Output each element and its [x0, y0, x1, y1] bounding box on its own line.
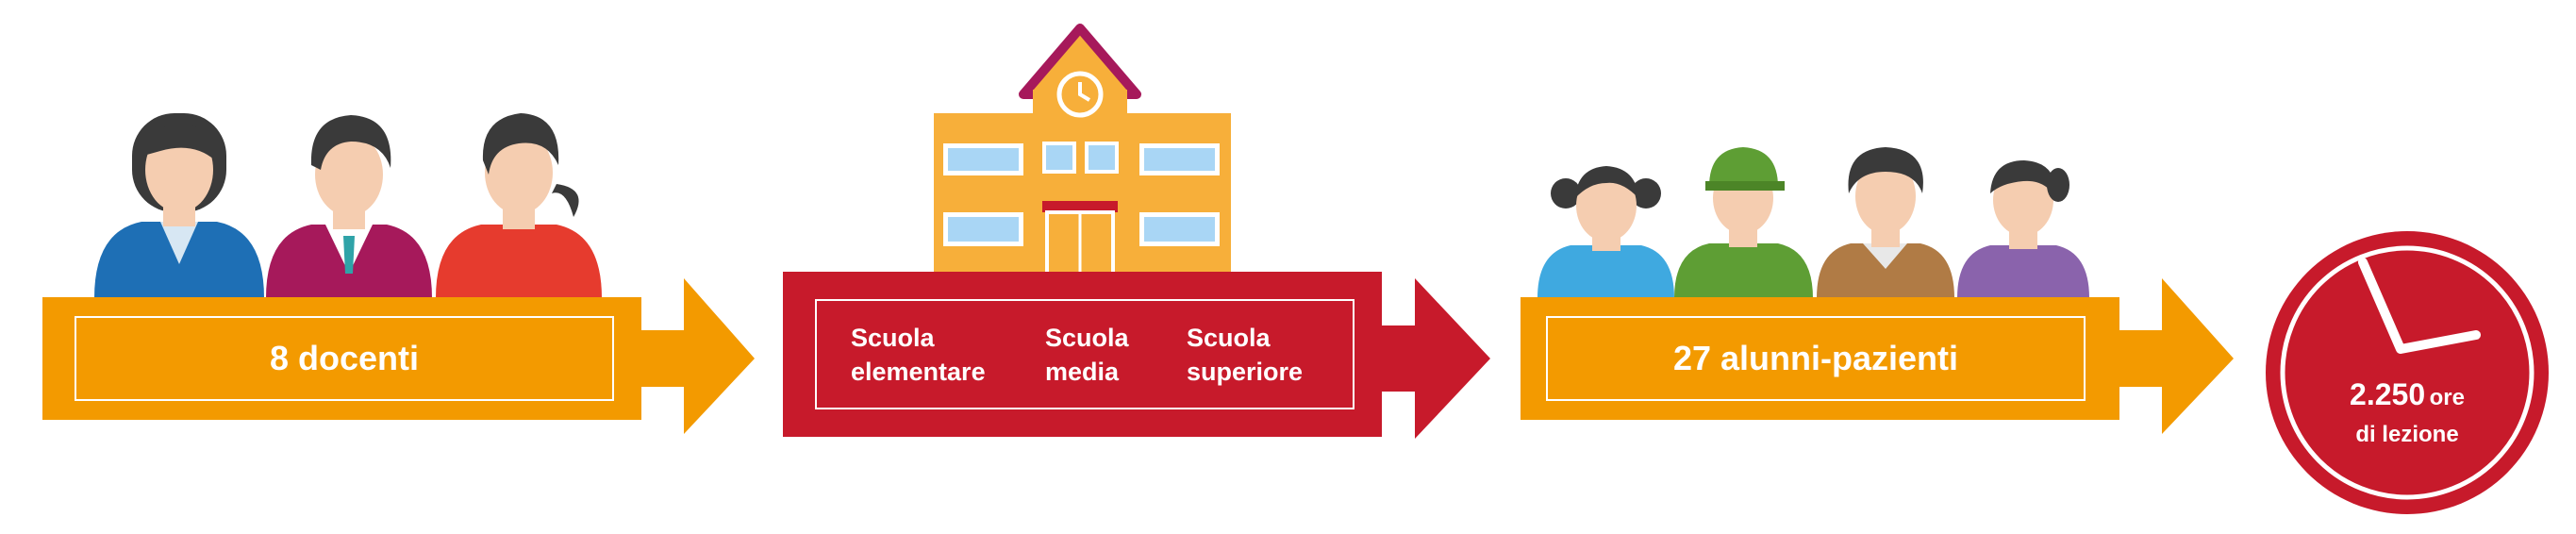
lessons-label: 2.250 ore di lezione: [2292, 377, 2522, 452]
lessons-line2: di lezione: [2355, 422, 2459, 447]
school-label-media: Scuola media: [1045, 321, 1177, 389]
school-label-line1: Scuola: [1187, 324, 1271, 352]
school-label-line1: Scuola: [1045, 324, 1129, 352]
school-label-line1: Scuola: [851, 324, 935, 352]
school-label-line2: elementare: [851, 358, 986, 386]
student-icon-3: [1817, 147, 1954, 298]
school-label-superiore: Scuola superiore: [1187, 321, 1347, 389]
school-building-icon: [934, 24, 1231, 275]
students-label: 27 alunni-pazienti: [1672, 339, 1959, 377]
student-icon-4: [1957, 160, 2089, 298]
school-label-elementare: Scuola elementare: [851, 321, 1039, 389]
teacher-icon-1: [94, 113, 264, 298]
student-icon-1: [1537, 166, 1674, 298]
student-icon-2: [1674, 147, 1813, 298]
teacher-icon-3: [436, 113, 602, 298]
clock-icon: [2266, 231, 2549, 514]
teachers-label: 8 docenti: [269, 339, 420, 377]
school-label-line2: superiore: [1187, 358, 1304, 386]
school-label-line2: media: [1045, 358, 1120, 386]
lessons-number: 2.250: [2350, 377, 2426, 411]
lessons-unit: ore: [2429, 385, 2465, 410]
students-arrow: [1521, 278, 2234, 434]
schools-arrow: [783, 272, 1490, 439]
teacher-icon-2: [266, 115, 432, 298]
teachers-arrow: [42, 278, 755, 434]
